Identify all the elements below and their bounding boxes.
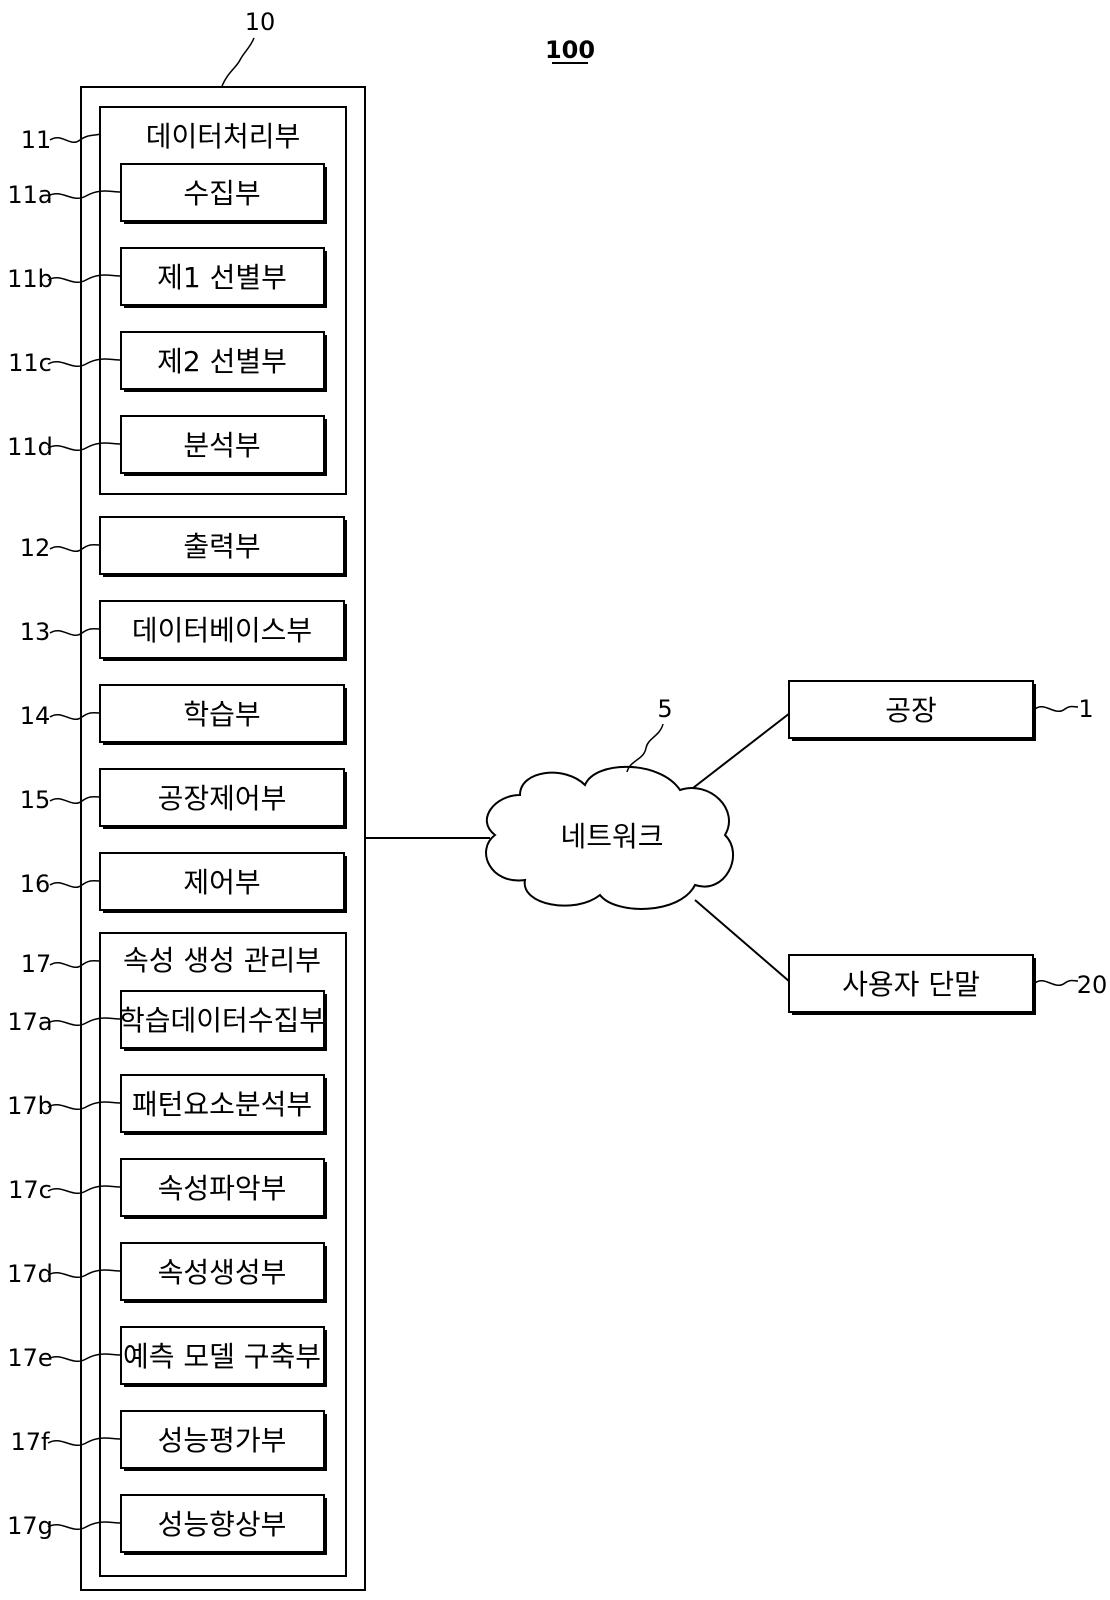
component-ref: 11d (7, 433, 53, 461)
component-box: 수집부 11a (7, 164, 327, 224)
user-terminal-leader (1035, 981, 1078, 986)
module-box: 데이터베이스부 13 (20, 601, 347, 661)
component-label: 속성생성부 (158, 1256, 287, 1289)
component-ref: 17e (7, 1344, 52, 1372)
component-box: 속성생성부 17d (7, 1243, 327, 1303)
module-label: 공장제어부 (158, 782, 287, 815)
component-ref: 17b (7, 1092, 53, 1120)
component-label: 수집부 (183, 177, 260, 210)
component-box: 제2 선별부 11c (8, 332, 327, 392)
module-box: 공장제어부 15 (20, 769, 347, 829)
network-leader (627, 724, 663, 772)
module-box: 제어부 16 (20, 853, 347, 913)
attribute-manager-ref: 17 (21, 950, 52, 978)
module-label: 제어부 (183, 866, 260, 899)
component-label: 분석부 (183, 429, 260, 462)
component-label: 예측 모델 구축부 (123, 1340, 321, 1373)
module-box: 출력부 12 (20, 517, 347, 577)
component-label: 성능평가부 (158, 1424, 287, 1457)
factory-label: 공장 (885, 694, 937, 727)
component-ref: 17f (11, 1428, 51, 1456)
module-box: 학습부 14 (20, 685, 347, 745)
component-label: 학습데이터수집부 (119, 1004, 325, 1037)
server-modules: 출력부 12 데이터베이스부 13 학습부 14 공장제어부 15 (20, 517, 347, 913)
module-label: 데이터베이스부 (132, 614, 312, 647)
component-box: 패턴요소분석부 17b (7, 1075, 327, 1135)
server-ref: 10 (245, 8, 276, 36)
data-processing-ref: 11 (21, 126, 52, 154)
network-ref: 5 (657, 695, 672, 723)
factory-leader (1035, 707, 1078, 712)
figure-label: 100 (545, 36, 595, 64)
component-label: 제2 선별부 (157, 345, 287, 378)
network-factory-link (693, 713, 790, 788)
component-ref: 11a (7, 181, 52, 209)
module-ref: 12 (20, 534, 51, 562)
module-ref: 15 (20, 786, 51, 814)
user-terminal-label: 사용자 단말 (842, 968, 980, 1001)
module-label: 학습부 (183, 698, 260, 731)
component-ref: 11b (7, 265, 53, 293)
network-terminal-link (695, 900, 790, 982)
factory-ref: 1 (1078, 695, 1093, 723)
module-label: 출력부 (183, 530, 260, 563)
module-ref: 14 (20, 702, 51, 730)
component-ref: 17d (7, 1260, 53, 1288)
component-ref: 11c (8, 349, 52, 377)
component-label: 패턴요소분석부 (132, 1088, 312, 1121)
component-ref: 17g (7, 1512, 53, 1540)
component-ref: 17a (7, 1008, 52, 1036)
component-label: 성능향상부 (158, 1508, 287, 1541)
component-ref: 17c (8, 1176, 52, 1204)
component-box: 성능평가부 17f (11, 1411, 328, 1471)
data-processing-title: 데이터처리부 (146, 120, 301, 153)
component-box: 성능향상부 17g (7, 1495, 327, 1555)
module-ref: 13 (20, 618, 51, 646)
component-label: 속성파악부 (158, 1172, 287, 1205)
component-box: 속성파악부 17c (8, 1159, 327, 1219)
network-label: 네트워크 (560, 820, 663, 853)
attribute-manager-children: 학습데이터수집부 17a 패턴요소분석부 17b 속성파악부 17c 속성생성부… (7, 991, 327, 1555)
component-box: 예측 모델 구축부 17e (7, 1327, 327, 1387)
server-leader (222, 38, 254, 86)
module-ref: 16 (20, 870, 51, 898)
component-box: 분석부 11d (7, 416, 327, 476)
component-label: 제1 선별부 (157, 261, 287, 294)
user-terminal-ref: 20 (1077, 971, 1108, 999)
component-box: 제1 선별부 11b (7, 248, 327, 308)
attribute-manager-title: 속성 생성 관리부 (123, 944, 321, 977)
component-box: 학습데이터수집부 17a (7, 991, 327, 1051)
